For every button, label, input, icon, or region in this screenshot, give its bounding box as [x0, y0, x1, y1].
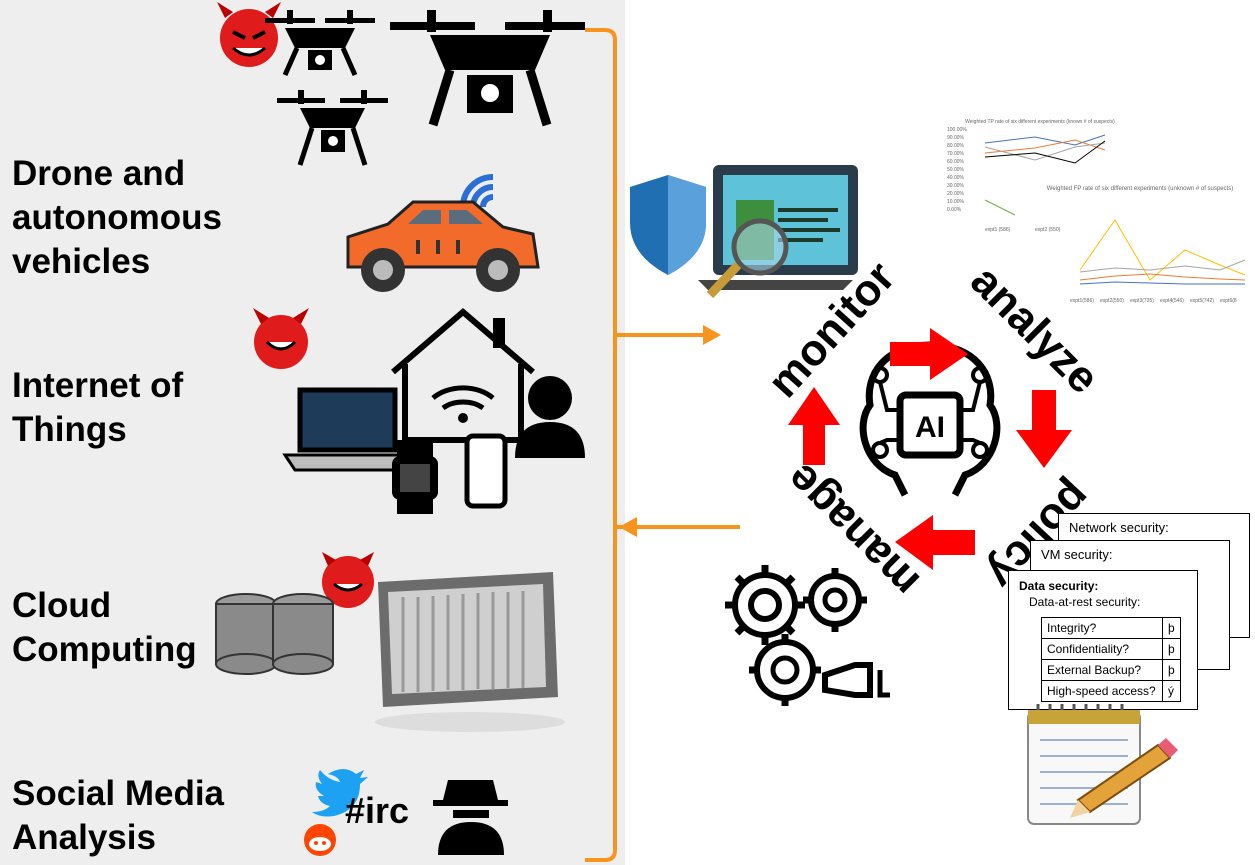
network-security-title: Network security: — [1069, 520, 1169, 535]
chart1-ytick: 100.00% — [947, 127, 967, 133]
gears-icon — [725, 565, 890, 706]
fp-rate-chart: Weighted FP rate of six different experi… — [1047, 186, 1246, 304]
chart1-ytick: 40.00% — [947, 175, 965, 181]
arrow-monitor-to-analyze — [890, 328, 968, 380]
check-mark: þ — [1162, 638, 1181, 660]
check-mark: þ — [1162, 617, 1181, 639]
check-mark: þ — [1162, 659, 1181, 681]
table-row: High-speed access?ý — [1041, 680, 1181, 702]
data-security-doc: Data security: Data-at-rest security: In… — [1008, 570, 1198, 710]
drones-icon — [217, 2, 585, 166]
devil-icon — [217, 2, 281, 67]
category-drone-vehicles: Drone and autonomous vehicles — [12, 154, 222, 281]
vm-security-title: VM security: — [1041, 547, 1113, 562]
iot-devices-icon — [253, 308, 585, 514]
chart1-xtick-2: expt2 (550) — [1035, 227, 1061, 233]
ai-chip-label: AI — [915, 411, 945, 444]
table-row: Confidentiality?þ — [1041, 638, 1181, 660]
chart1-xtick-1: expt1 (586) — [985, 227, 1011, 233]
arrow-policy-to-manage — [895, 515, 975, 570]
twitter-icon — [312, 769, 368, 817]
house-wifi-icon — [391, 308, 535, 443]
chart1-ytick: 80.00% — [947, 143, 965, 149]
arrow-analyze-to-policy — [1016, 390, 1072, 468]
chart2-xtick-6: expt6(8 — [1220, 298, 1237, 304]
devil-icon — [253, 308, 309, 369]
check-item: Confidentiality? — [1041, 638, 1163, 660]
cloud-server-icon — [215, 552, 565, 732]
arrow-manage-to-monitor — [788, 387, 840, 465]
check-item: External Backup? — [1041, 659, 1163, 681]
smartwatch-icon — [392, 440, 438, 514]
data-security-checklist: Integrity?þ Confidentiality?þ External B… — [1041, 617, 1181, 702]
laptop-icon — [282, 387, 413, 472]
table-row: External Backup?þ — [1041, 659, 1181, 681]
chart1-ytick: 70.00% — [947, 151, 965, 157]
chart1-ytick: 50.00% — [947, 167, 965, 173]
chart2-title: Weighted FP rate of six different experi… — [1047, 186, 1233, 192]
drone-small-top — [265, 10, 375, 77]
chart2-xtick-5: expt5(742) — [1190, 298, 1214, 304]
user-icon — [515, 376, 585, 458]
drone-small-bottom — [277, 90, 388, 166]
arrow-to-monitor — [615, 325, 721, 345]
check-item: Integrity? — [1041, 617, 1163, 639]
chart2-xtick-2: expt2(550) — [1100, 298, 1124, 304]
reddit-icon — [304, 824, 336, 856]
autonomous-car-icon — [346, 174, 540, 292]
category-cloud: Cloud Computing — [12, 586, 197, 669]
check-mark: ý — [1162, 680, 1181, 702]
rack-server-icon — [375, 572, 565, 732]
data-security-title: Data security: — [1019, 579, 1099, 593]
chart1-ytick: 90.00% — [947, 135, 965, 141]
category-social-media: Social Media Analysis — [12, 774, 225, 857]
smartphone-icon — [464, 433, 508, 509]
security-scan-icon — [630, 165, 858, 299]
data-at-rest-title: Data-at-rest security: — [1029, 595, 1141, 609]
database-icon — [215, 593, 334, 675]
chart1-ytick: 0.00% — [947, 207, 962, 213]
irc-hashtag: #irc — [345, 790, 410, 831]
notepad-pencil-icon — [1027, 704, 1178, 825]
chart1-ytick: 10.00% — [947, 199, 965, 205]
check-item: High-speed access? — [1041, 680, 1163, 702]
table-row: Integrity?þ — [1041, 617, 1181, 639]
social-media-icons — [304, 769, 508, 856]
arrow-from-manage — [619, 517, 740, 537]
hacker-icon — [433, 780, 508, 855]
chart2-xtick-3: expt3(735) — [1130, 298, 1154, 304]
chart2-xtick-4: expt4(546) — [1160, 298, 1184, 304]
chart1-title: Weighted TP rate of six different experi… — [965, 119, 1115, 125]
tp-rate-chart: Weighted TP rate of six different experi… — [947, 119, 1115, 233]
category-iot: Internet of Things — [12, 366, 184, 449]
orange-bracket — [585, 28, 670, 862]
drone-large — [390, 10, 585, 127]
chart2-xtick-1: expt1(586) — [1070, 298, 1094, 304]
chart1-ytick: 60.00% — [947, 159, 965, 165]
chart1-ytick: 20.00% — [947, 191, 965, 197]
devil-icon — [322, 552, 374, 608]
chart1-ytick: 30.00% — [947, 183, 965, 189]
